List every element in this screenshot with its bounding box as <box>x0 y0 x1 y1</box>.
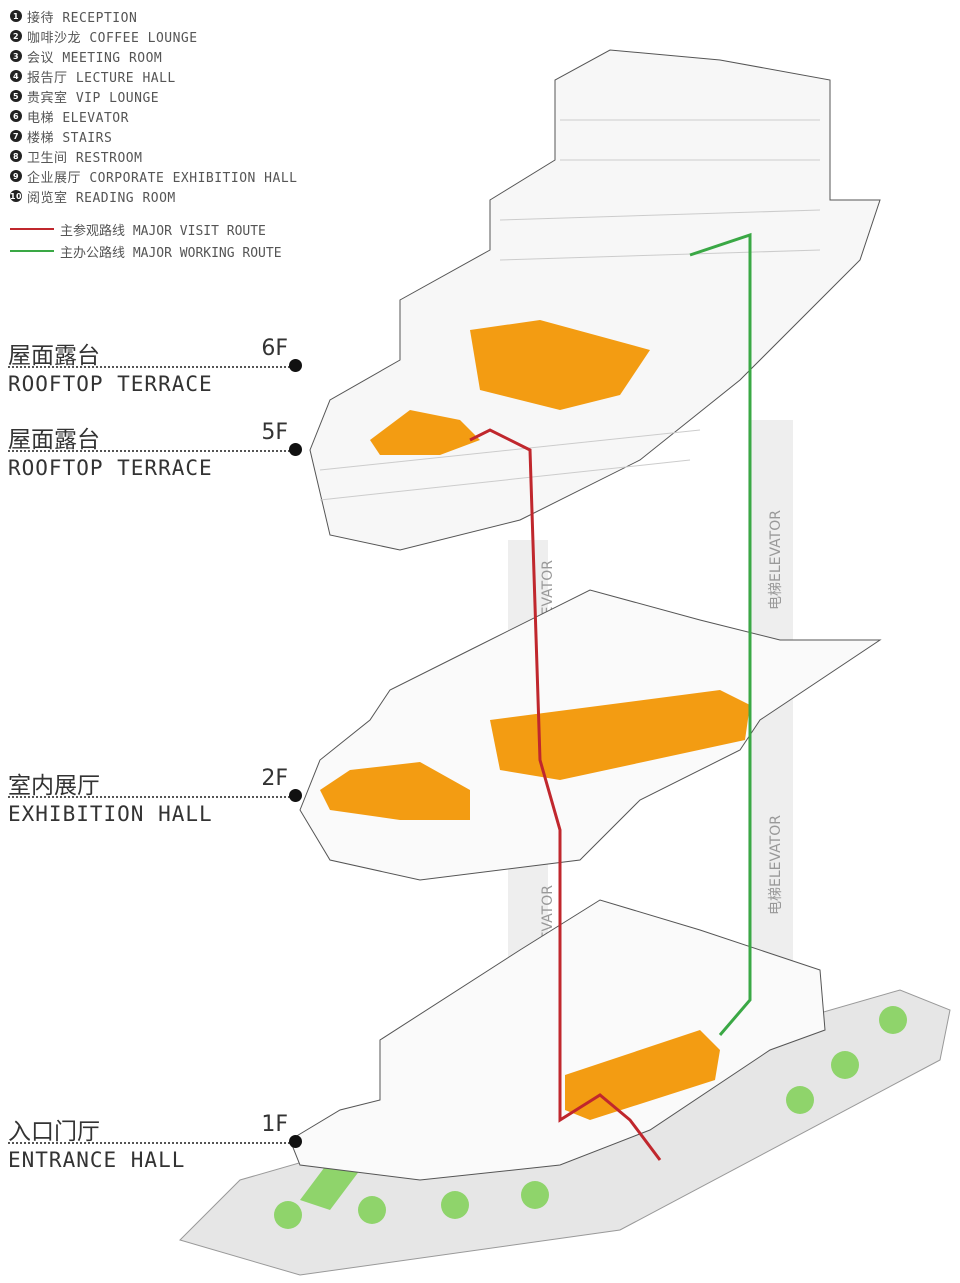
legend-label: 电梯 ELEVATOR <box>27 110 129 126</box>
tower-upper <box>309 49 881 551</box>
floor-name-cn: 屋面露台 <box>8 427 100 453</box>
marker-dot-icon <box>289 789 302 802</box>
floor-name-en: ROOFTOP TERRACE <box>8 372 213 396</box>
floor-name-cn: 室内展厅 <box>8 773 100 799</box>
floor-level: 2F <box>261 766 288 791</box>
legend-route-visit: 主参观路线 MAJOR VISIT ROUTE <box>10 218 298 240</box>
legend-item: 10 阅览室 READING ROOM <box>10 186 298 206</box>
number-badge-icon: 5 <box>10 90 22 102</box>
elevator-label-upper-right: 电梯ELEVATOR <box>768 510 784 610</box>
floor-name-en: EXHIBITION HALL <box>8 802 213 826</box>
floor-label-6f: 屋面露台 6F ROOFTOP TERRACE <box>8 336 302 396</box>
marker-dot-icon <box>289 359 302 372</box>
legend-item: 7 楼梯 STAIRS <box>10 126 298 146</box>
floor-1f <box>289 899 826 1181</box>
legend-label: 卫生间 RESTROOM <box>27 150 143 166</box>
leader-line <box>8 366 298 368</box>
legend-label: 主参观路线 MAJOR VISIT ROUTE <box>60 223 266 239</box>
legend-item: 8 卫生间 RESTROOM <box>10 146 298 166</box>
number-badge-icon: 4 <box>10 70 22 82</box>
floor-name-en: ENTRANCE HALL <box>8 1148 186 1172</box>
highlight-2f-exhibition <box>320 762 470 820</box>
number-badge-icon: 10 <box>9 190 23 202</box>
visit-route <box>469 428 662 1161</box>
number-badge-icon: 6 <box>10 110 22 122</box>
legend-label: 阅览室 READING ROOM <box>27 190 176 206</box>
floor-name-en: ROOFTOP TERRACE <box>8 456 213 480</box>
legend-item: 6 电梯 ELEVATOR <box>10 106 298 126</box>
legend-route-work: 主办公路线 MAJOR WORKING ROUTE <box>10 240 298 262</box>
legend-label: 接待 RECEPTION <box>27 10 138 26</box>
legend-label: 主办公路线 MAJOR WORKING ROUTE <box>60 245 282 261</box>
legend-item: 9 企业展厅 CORPORATE EXHIBITION HALL <box>10 166 298 186</box>
lawn <box>300 1160 360 1210</box>
legend-item: 4 报告厅 LECTURE HALL <box>10 66 298 86</box>
leader-line <box>8 450 298 452</box>
highlight-6f <box>470 320 650 410</box>
trees <box>274 1006 907 1229</box>
leader-line <box>8 796 298 798</box>
leader-line <box>8 1142 298 1144</box>
highlight-5f <box>370 410 480 455</box>
legend-label: 咖啡沙龙 COFFEE LOUNGE <box>27 30 198 46</box>
legend-label: 企业展厅 CORPORATE EXHIBITION HALL <box>27 170 298 186</box>
legend-label: 楼梯 STAIRS <box>27 130 113 146</box>
legend-label: 报告厅 LECTURE HALL <box>27 70 176 86</box>
floor-level: 1F <box>261 1112 288 1137</box>
marker-dot-icon <box>289 443 302 456</box>
floor-name-cn: 屋面露台 <box>8 343 100 369</box>
legend-item: 5 贵宾室 VIP LOUNGE <box>10 86 298 106</box>
floor-label-1f: 入口门厅 1F ENTRANCE HALL <box>8 1112 302 1172</box>
number-badge-icon: 2 <box>10 30 22 42</box>
number-badge-icon: 3 <box>10 50 22 62</box>
legend-label: 会议 MEETING ROOM <box>27 50 163 66</box>
number-badge-icon: 1 <box>10 10 22 22</box>
green-line-icon <box>10 250 54 252</box>
highlight-2f-reading <box>490 690 750 780</box>
legend-item: 3 会议 MEETING ROOM <box>10 46 298 66</box>
floor-label-2f: 室内展厅 2F EXHIBITION HALL <box>8 766 302 826</box>
number-badge-icon: 7 <box>10 130 22 142</box>
elevator-label-lower-right: 电梯ELEVATOR <box>768 815 784 915</box>
red-line-icon <box>10 228 54 230</box>
number-badge-icon: 8 <box>10 150 22 162</box>
marker-dot-icon <box>289 1135 302 1148</box>
facade-grid <box>319 119 821 501</box>
work-route <box>689 232 752 1036</box>
number-badge-icon: 9 <box>10 170 22 182</box>
legend-item: 2 咖啡沙龙 COFFEE LOUNGE <box>10 26 298 46</box>
floor-level: 6F <box>261 336 288 361</box>
floor-level: 5F <box>261 420 288 445</box>
floor-name-cn: 入口门厅 <box>8 1119 100 1145</box>
legend-item: 1 接待 RECEPTION <box>10 6 298 26</box>
floor-label-5f: 屋面露台 5F ROOFTOP TERRACE <box>8 420 302 480</box>
legend: 1 接待 RECEPTION 2 咖啡沙龙 COFFEE LOUNGE 3 会议 ME… <box>10 6 298 262</box>
legend-label: 贵宾室 VIP LOUNGE <box>27 90 160 106</box>
